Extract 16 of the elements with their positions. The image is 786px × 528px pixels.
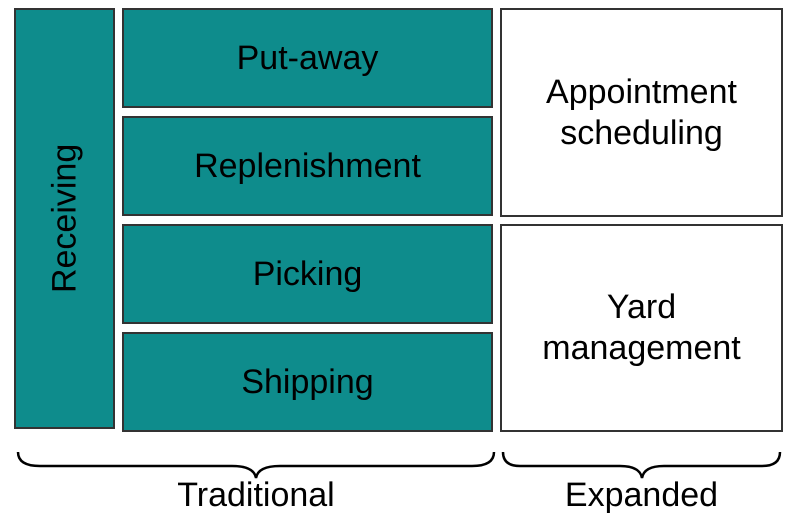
process-box — [14, 8, 115, 429]
box-label: Receiving — [44, 144, 84, 294]
box-label: Picking — [252, 254, 362, 294]
process-box — [122, 8, 493, 108]
process-box — [122, 116, 493, 216]
box-label: Yard management — [541, 287, 742, 369]
box-label: Replenishment — [194, 146, 421, 186]
group-label: Traditional — [176, 476, 336, 515]
box-label: Shipping — [241, 362, 374, 402]
box-label: Put-away — [236, 38, 378, 78]
group-label: Expanded — [564, 476, 720, 515]
process-box — [500, 224, 783, 432]
process-box — [122, 332, 493, 432]
box-label: Appointment scheduling — [545, 72, 738, 154]
process-box — [500, 8, 783, 217]
process-box — [122, 224, 493, 324]
